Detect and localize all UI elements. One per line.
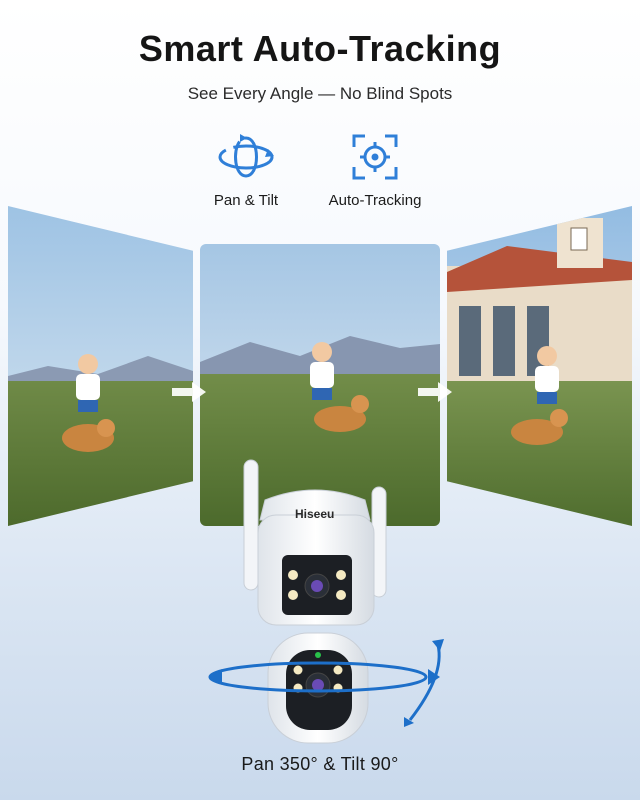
tilt-arrow-icon [408, 644, 441, 721]
brand-logo: Hiseeu [295, 507, 335, 521]
boy-head [78, 354, 98, 374]
pan-tilt-caption: Pan 350° & Tilt 90° [241, 754, 399, 774]
boy-head [537, 346, 557, 366]
feature-pan-tilt: Pan & Tilt [166, 132, 326, 209]
page-title: Smart Auto-Tracking [138, 28, 502, 69]
feature-label: Pan & Tilt [213, 192, 279, 209]
antenna [243, 459, 259, 591]
rotate-icon [218, 134, 274, 178]
dog [314, 406, 366, 432]
scene-panel-right [447, 206, 632, 526]
scene-panel-left [8, 206, 193, 526]
scene-panel-middle [200, 244, 440, 526]
boy-head [312, 342, 332, 362]
feature-auto-tracking: Auto-Tracking [295, 132, 455, 209]
target-icon [352, 134, 398, 180]
arrow-right-icon [172, 382, 206, 402]
security-camera [208, 459, 444, 744]
dog [511, 419, 563, 445]
feature-label: Auto-Tracking [328, 192, 422, 209]
arrow-right-icon [418, 382, 452, 402]
page-subtitle: See Every Angle — No Blind Spots [187, 84, 453, 103]
